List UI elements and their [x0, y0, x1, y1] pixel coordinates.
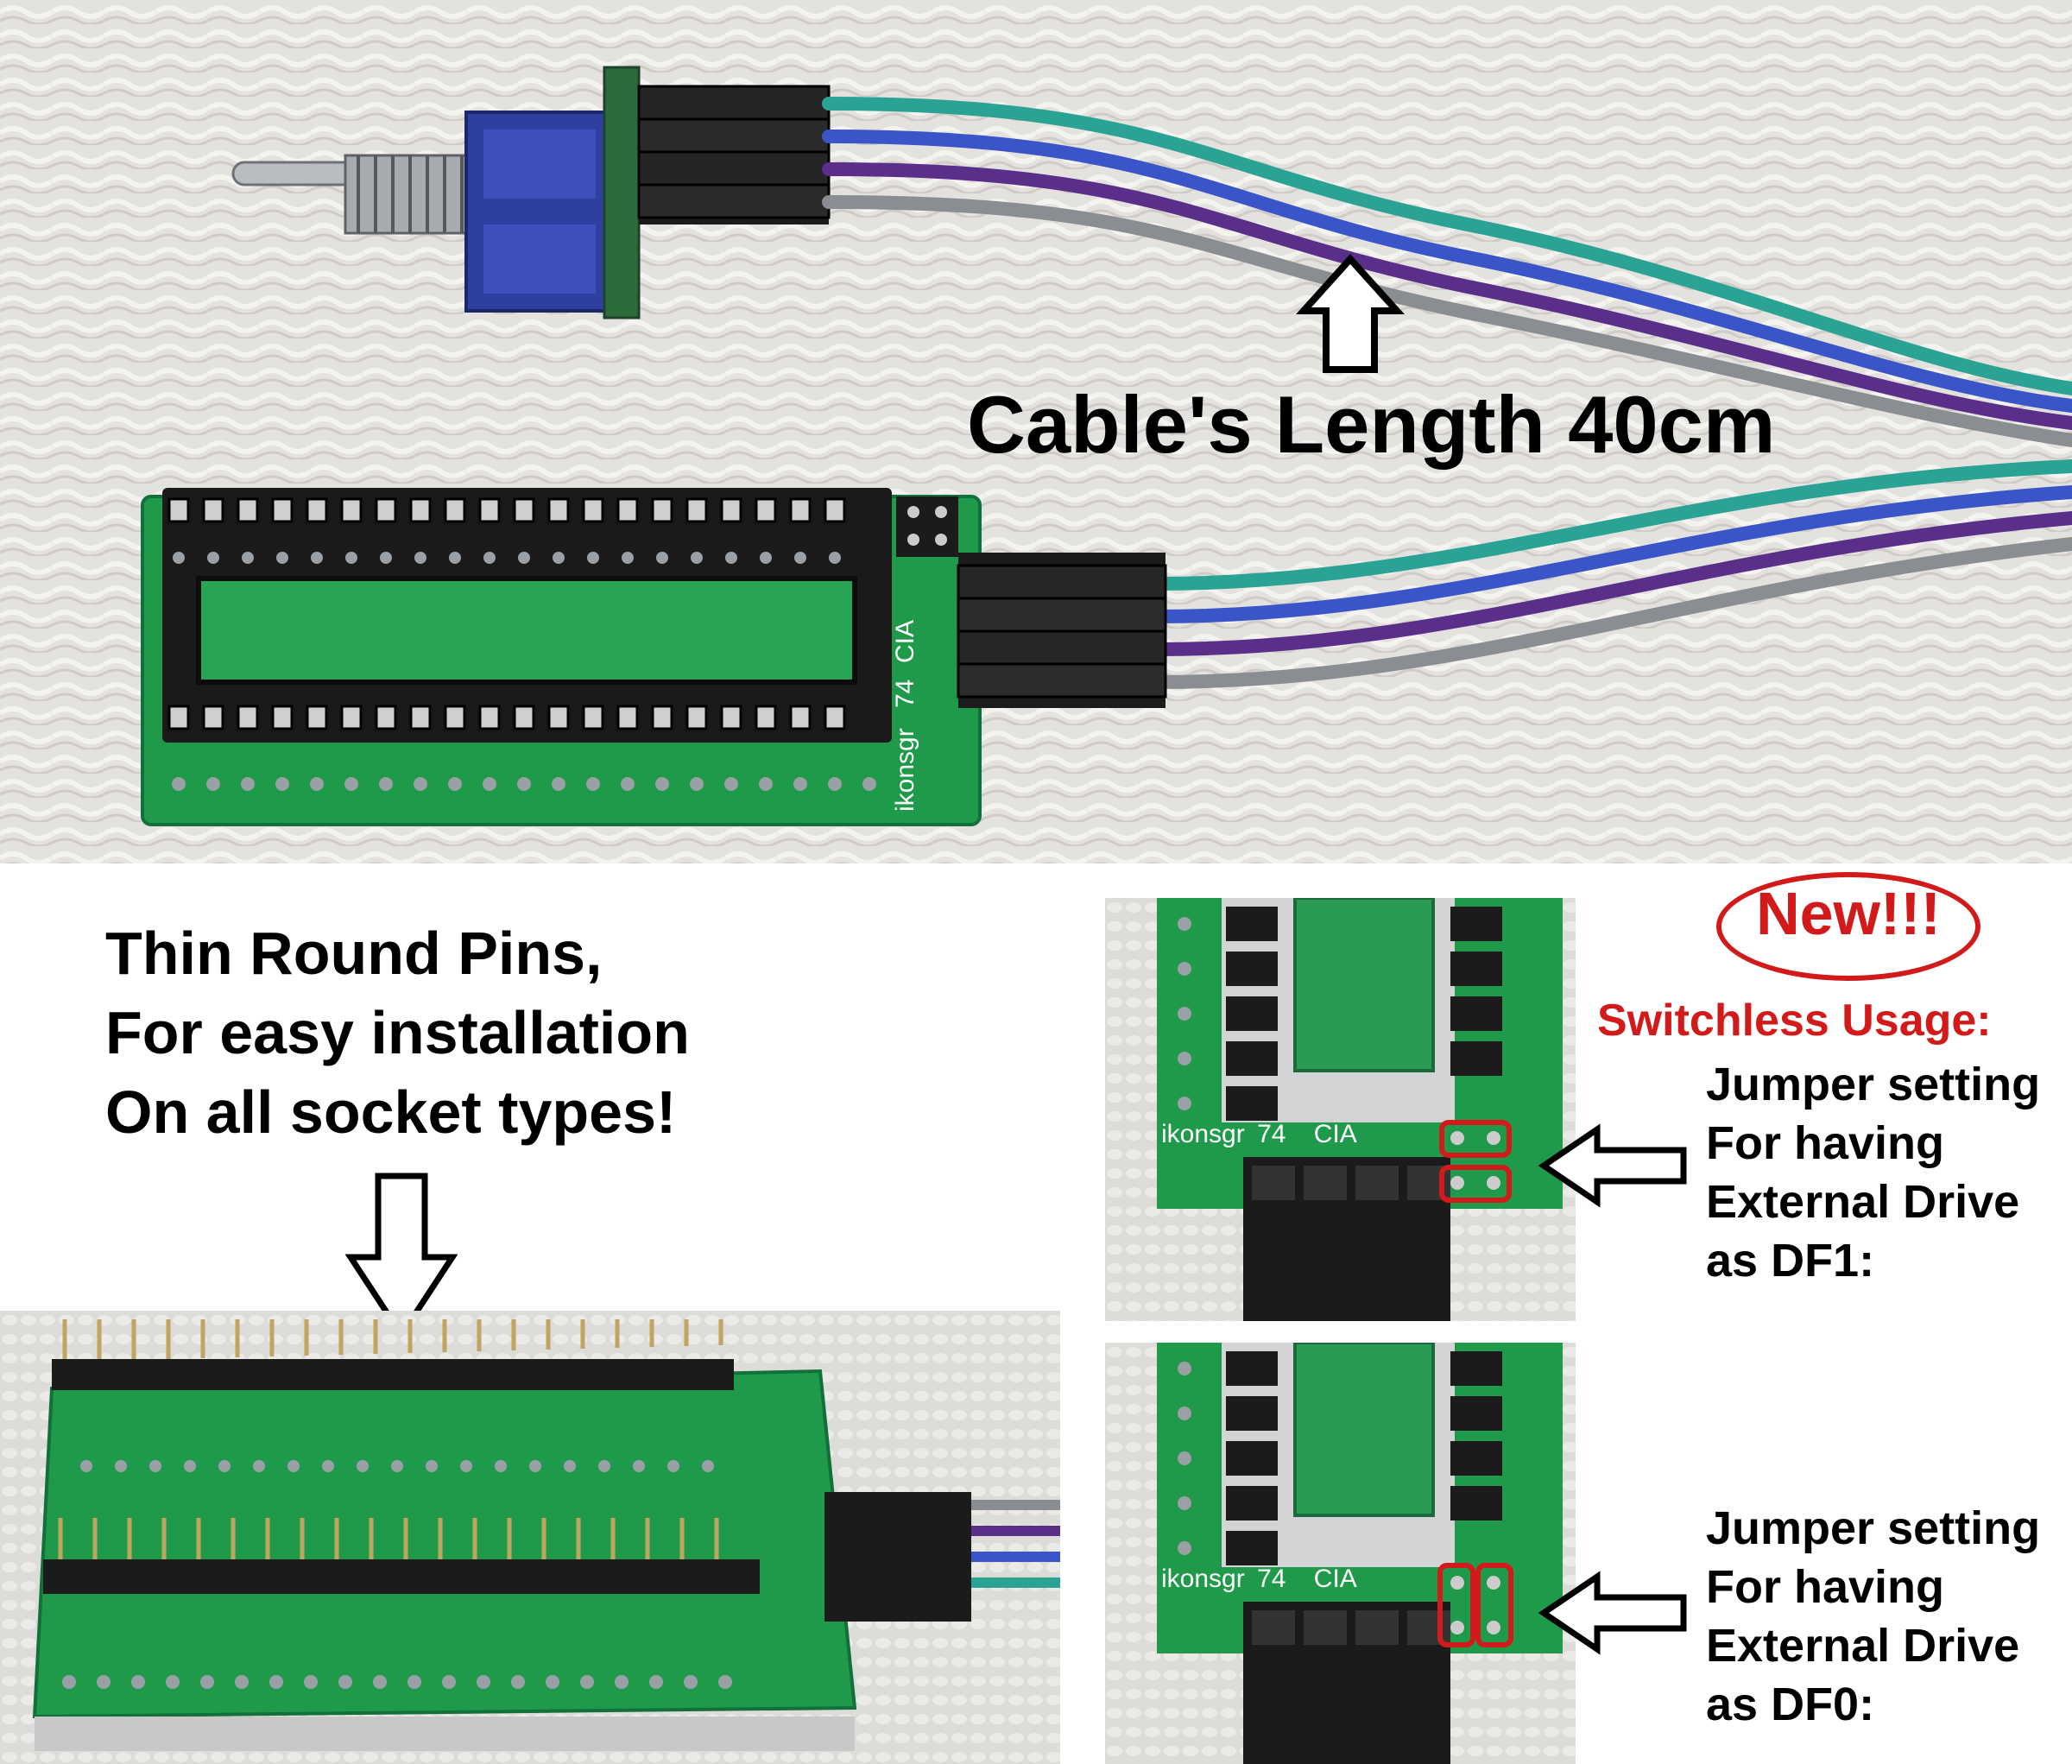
- left-arrow-icon-df1: [1537, 1122, 1692, 1209]
- pcb-silkscreen-maker: ikonsgr: [891, 728, 919, 812]
- df0-line-4: as DF0:: [1706, 1679, 1875, 1730]
- df1-line-1: Jumper setting: [1706, 1059, 2041, 1110]
- pcb-silkscreen-rev: 74: [891, 680, 919, 708]
- df0-jumper-caption: Jumper setting For having External Drive…: [1706, 1499, 2040, 1734]
- pins-caption-line-3: On all socket types!: [105, 1078, 677, 1146]
- pins-photo: [0, 1311, 1060, 1764]
- silk-maker-df1: ikonsgr: [1161, 1120, 1245, 1148]
- silk-maker-df0: ikonsgr: [1161, 1565, 1245, 1593]
- left-arrow-icon-df0: [1537, 1570, 1692, 1656]
- new-badge-oval: [1716, 872, 1980, 981]
- df0-line-1: Jumper setting: [1706, 1502, 2041, 1554]
- silk-rev-df0: 74: [1257, 1565, 1286, 1593]
- silk-rev-df1: 74: [1257, 1120, 1286, 1148]
- switch-connector: [637, 85, 831, 224]
- cable-length-caption: Cable's Length 40cm: [967, 379, 1776, 470]
- jumper-df0-photo: ikonsgr 74 CIA: [1105, 1343, 1576, 1764]
- pins-caption-line-2: For easy installation: [105, 999, 690, 1066]
- silk-chip-df0: CIA: [1314, 1565, 1357, 1593]
- svg-text:ikonsgr 74 CIA: ikonsgr 74 CIA: [1161, 1120, 1357, 1148]
- svg-text:ikonsgr 74 CIA: ikonsgr 74 CIA: [1161, 1565, 1357, 1593]
- jumper-pins-df1: [1439, 1120, 1512, 1203]
- silk-chip-df1: CIA: [1314, 1120, 1357, 1148]
- jumper-pins-df0: [1437, 1563, 1513, 1647]
- pcb-silkscreen-chip: CIA: [891, 620, 919, 663]
- df1-line-2: For having: [1706, 1117, 1945, 1169]
- ribbon-cable: [822, 97, 2072, 689]
- toggle-switch: [231, 66, 641, 319]
- down-arrow-icon: [345, 1171, 458, 1340]
- new-badge: New!!!: [1756, 880, 1941, 947]
- pin-adapter-pcb: [32, 1319, 1060, 1751]
- df1-line-3: External Drive: [1706, 1176, 2020, 1228]
- up-arrow-icon: [1296, 254, 1405, 373]
- top-photo: ikonsgr 74 CIA Cable's Length 40cm: [0, 0, 2072, 863]
- df1-jumper-caption: Jumper setting For having External Drive…: [1706, 1055, 2040, 1290]
- cia-adapter-pcb: ikonsgr 74 CIA: [141, 488, 1167, 826]
- df0-line-2: For having: [1706, 1561, 1945, 1613]
- pins-caption: Thin Round Pins, For easy installation O…: [105, 914, 690, 1152]
- df1-line-4: as DF1:: [1706, 1235, 1875, 1287]
- df0-line-3: External Drive: [1706, 1620, 2020, 1672]
- jumper-df1-photo: ikonsgr 74 CIA: [1105, 898, 1576, 1321]
- pins-caption-line-1: Thin Round Pins,: [105, 920, 603, 987]
- switchless-heading: Switchless Usage:: [1597, 996, 1992, 1046]
